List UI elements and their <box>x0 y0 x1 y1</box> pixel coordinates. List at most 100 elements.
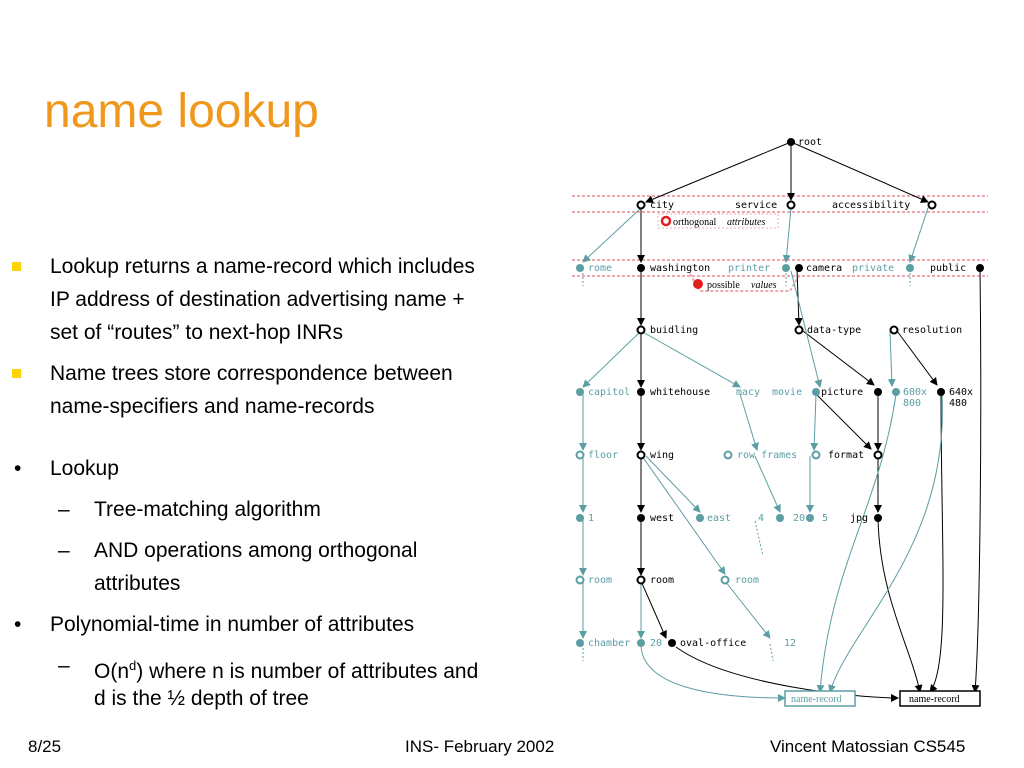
node-20-b: 20 <box>637 638 662 649</box>
name-record-black: name-record <box>899 690 981 707</box>
svg-text:capitol: capitol <box>588 387 630 398</box>
node-city: city <box>636 200 674 211</box>
svg-text:name-record: name-record <box>909 694 960 705</box>
legend-possible-values: possible values <box>689 273 801 292</box>
svg-text:room: room <box>735 575 759 586</box>
svg-text:chamber: chamber <box>588 638 630 649</box>
svg-text:accessibility: accessibility <box>832 200 910 211</box>
svg-text:printer: printer <box>728 263 770 274</box>
svg-text:public: public <box>930 263 966 274</box>
dash-bullet-icon: – <box>58 498 70 521</box>
svg-text:name-record: name-record <box>791 694 842 705</box>
node-4: 4 <box>758 513 784 524</box>
svg-text:picture: picture <box>821 387 863 398</box>
node-macy: macy <box>736 387 760 398</box>
teal-dashed-stubs <box>582 269 911 662</box>
svg-text:format: format <box>828 450 864 461</box>
square-bullet-icon <box>12 369 21 378</box>
svg-text:5: 5 <box>822 513 828 524</box>
svg-text:data-type: data-type <box>807 325 861 336</box>
node-washington: washington <box>637 263 710 274</box>
black-edges <box>637 141 982 702</box>
svg-text:macy: macy <box>736 387 760 398</box>
node-whitehouse: whitehouse <box>637 387 710 398</box>
node-chamber: chamber <box>576 638 630 649</box>
node-1: 1 <box>576 513 594 524</box>
legend-values: values <box>751 280 777 291</box>
svg-text:east: east <box>707 513 731 524</box>
svg-text:480: 480 <box>949 398 967 409</box>
svg-text:room: room <box>650 575 674 586</box>
svg-text:root: root <box>798 137 822 148</box>
node-600x800: 600x 800 <box>892 387 927 409</box>
svg-text:private: private <box>852 263 894 274</box>
svg-text:4: 4 <box>758 513 764 524</box>
node-private: private <box>852 263 914 274</box>
svg-text:floor: floor <box>588 450 618 461</box>
svg-text:wing: wing <box>650 450 674 461</box>
node-jpg: jpg <box>850 513 882 524</box>
svg-text:west: west <box>650 513 674 524</box>
value-band <box>572 259 988 277</box>
node-capitol: capitol <box>576 387 630 398</box>
svg-text:room: room <box>588 575 612 586</box>
legend-orthogonal-attributes: orthogonal attributes <box>657 213 779 229</box>
svg-text:resolution: resolution <box>902 325 962 336</box>
dot-bullet-icon: • <box>14 457 22 480</box>
legend-orthogonal: orthogonal <box>673 217 717 228</box>
svg-text:640x: 640x <box>949 387 973 398</box>
name-record-teal: name-record <box>784 690 856 707</box>
node-640x480: 640x 480 <box>937 387 973 409</box>
node-service: service <box>735 200 796 211</box>
node-20-a: 20 <box>793 513 814 524</box>
svg-text:row frames: row frames <box>737 450 797 461</box>
svg-text:rome: rome <box>588 263 612 274</box>
page-number: 8/25 <box>28 737 62 756</box>
svg-text:whitehouse: whitehouse <box>650 387 710 398</box>
svg-text:city: city <box>650 200 674 211</box>
node-printer: printer <box>728 263 790 274</box>
footer-date: INS- February 2002 <box>405 737 555 756</box>
node-resolution: resolution <box>889 325 962 336</box>
svg-text:jpg: jpg <box>850 513 868 524</box>
node-5: 5 <box>822 513 828 524</box>
svg-text:camera: camera <box>806 263 842 274</box>
svg-text:1: 1 <box>588 513 594 524</box>
node-public: public <box>930 263 984 274</box>
svg-text:12: 12 <box>784 638 796 649</box>
name-tree-diagram: orthogonal attributes possible values <box>572 137 988 707</box>
node-room-1: room <box>575 575 612 586</box>
attribute-band <box>572 195 988 213</box>
node-west: west <box>637 513 674 524</box>
node-row-frames: row frames <box>723 450 797 461</box>
dash-bullet-icon: – <box>58 539 70 562</box>
square-bullet-icon <box>12 262 21 271</box>
node-room-3: room <box>720 575 759 586</box>
dash-bullet-icon: – <box>58 654 70 677</box>
node-12: 12 <box>784 638 796 649</box>
legend-red-dot-icon <box>693 279 703 289</box>
dot-bullet-icon: • <box>14 613 22 636</box>
node-room-2: room <box>636 575 674 586</box>
svg-text:service: service <box>735 200 777 211</box>
node-floor: floor <box>575 450 618 461</box>
legend-attributes: attributes <box>727 217 765 228</box>
legend-possible: possible <box>707 280 740 291</box>
svg-text:20: 20 <box>793 513 805 524</box>
svg-text:movie: movie <box>772 387 802 398</box>
svg-text:800: 800 <box>903 398 921 409</box>
node-root: root <box>787 137 822 148</box>
svg-text:buidling: buidling <box>650 325 698 336</box>
svg-text:washington: washington <box>650 263 710 274</box>
legend-red-circle-icon <box>660 215 672 227</box>
node-data-type: data-type <box>794 325 861 336</box>
svg-text:20: 20 <box>650 638 662 649</box>
node-accessibility: accessibility <box>832 200 937 211</box>
node-wing: wing <box>636 450 674 461</box>
node-movie: movie <box>772 387 820 398</box>
node-camera: camera <box>795 263 842 274</box>
teal-edges <box>579 207 943 702</box>
node-buidling: buidling <box>636 325 698 336</box>
node-east: east <box>696 513 731 524</box>
node-oval-office: oval-office <box>668 638 746 649</box>
